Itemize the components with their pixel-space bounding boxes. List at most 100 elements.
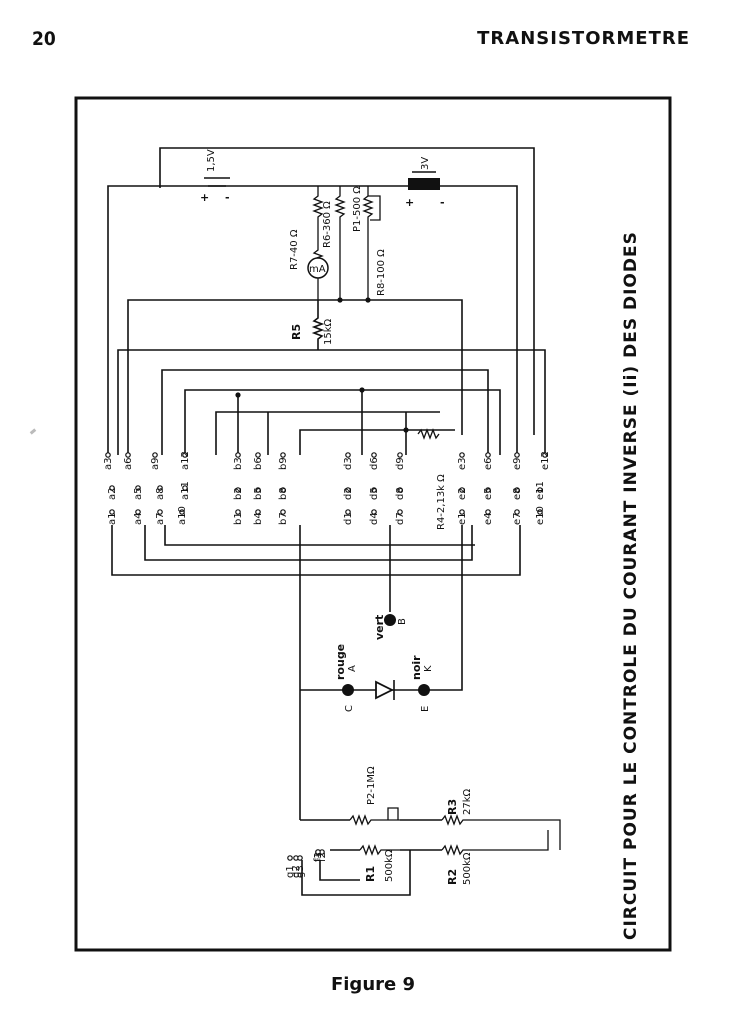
contact-e4-pin xyxy=(485,509,491,515)
lower-network: P2-1MΩ R3 27kΩ R1 500kΩ R2 500kΩ g1g2g3f… xyxy=(285,690,561,896)
terminal-noir-letter: K xyxy=(423,665,434,672)
contact-a5-pin xyxy=(135,485,141,491)
battery-2-minus: - xyxy=(440,196,445,209)
page-number: 20 xyxy=(32,28,56,50)
r1-name: R1 xyxy=(364,866,377,882)
contact-b2: b2 xyxy=(233,487,244,500)
r1-value: 500kΩ xyxy=(384,849,395,882)
contact-d6: d6 xyxy=(369,457,380,470)
contact-a6-pin xyxy=(125,452,131,458)
contact-f3: f3 xyxy=(313,852,324,862)
contact-e4: e4 xyxy=(483,512,494,525)
battery-2-plus: + xyxy=(405,196,414,209)
contact-e2-pin xyxy=(459,487,465,493)
diode-test-section: vert B rouge A C noir K E xyxy=(300,525,463,712)
contact-e5-pin xyxy=(485,487,491,493)
contact-b9-pin xyxy=(280,452,286,458)
meter-label: mA xyxy=(309,264,326,275)
terminal-noir-pin: E xyxy=(420,706,431,712)
contact-b2-pin xyxy=(235,487,241,493)
contact-a4-pin xyxy=(135,509,141,515)
contact-b8-pin xyxy=(280,487,286,493)
contact-d4: d4 xyxy=(369,512,380,525)
terminal-noir xyxy=(418,684,430,696)
contact-e12: e12 xyxy=(540,451,551,470)
p2-label: P2-1MΩ xyxy=(366,766,377,805)
contact-a4: a4 xyxy=(133,513,144,526)
contact-e10-pin xyxy=(537,509,543,515)
contact-g3-pin xyxy=(297,855,303,861)
contact-e1: e1 xyxy=(457,512,468,525)
r5-name: R5 xyxy=(290,324,303,340)
contact-g2: g2 xyxy=(291,865,302,878)
p1-label: P1-500 Ω xyxy=(352,186,363,232)
contact-d8-pin xyxy=(397,487,403,493)
contact-f2: f2 xyxy=(317,852,328,862)
r5-value: 15kΩ xyxy=(323,318,334,345)
contact-e8: e8 xyxy=(512,487,523,500)
contact-e10: e10 xyxy=(535,506,546,525)
running-title: TRANSISTORMETRE xyxy=(477,28,690,49)
contact-a10: a10 xyxy=(177,506,188,525)
contact-a2-pin xyxy=(109,485,115,491)
contact-e5: e5 xyxy=(483,487,494,500)
battery-1-plus: + xyxy=(200,191,209,204)
contact-a3: a3 xyxy=(103,458,114,471)
contact-b9: b9 xyxy=(278,457,289,470)
r6-label: R6-360 Ω xyxy=(322,201,333,248)
contact-e9: e9 xyxy=(512,457,523,470)
r3-name: R3 xyxy=(446,799,459,815)
contact-e11: e11 xyxy=(535,481,546,500)
figure-title: CIRCUIT POUR LE CONTROLE DU COURANT INVE… xyxy=(621,231,641,940)
contact-a11: a11 xyxy=(180,481,191,500)
contact-e3-pin xyxy=(459,452,465,458)
contact-e9-pin xyxy=(514,452,520,458)
r2-value: 500kΩ xyxy=(462,852,473,885)
diode-icon xyxy=(375,680,395,700)
r3-value: 27kΩ xyxy=(462,788,473,815)
contact-g3: g3 xyxy=(295,865,306,878)
r7-label: R7-40 Ω xyxy=(289,229,300,270)
contact-d1-pin xyxy=(345,509,351,515)
milliammeter-icon xyxy=(307,257,329,279)
r4-label: R4-2,13k Ω xyxy=(436,474,447,530)
power-section: 1,5V + - 3V + - R7-40 Ω R6-360 Ω P1-500 … xyxy=(107,147,546,455)
terminal-vert xyxy=(384,614,396,626)
contact-b6-pin xyxy=(255,452,261,458)
contact-a8-pin xyxy=(157,485,163,491)
contact-a1: a1 xyxy=(107,513,118,526)
contact-a2: a2 xyxy=(107,488,118,501)
contact-b5: b5 xyxy=(253,487,264,500)
battery-2-label: 3V xyxy=(420,157,431,170)
terminal-rouge-pin: C xyxy=(344,705,355,712)
contact-b6: b6 xyxy=(253,457,264,470)
contact-a7: a7 xyxy=(155,513,166,526)
contact-b7-pin xyxy=(280,509,286,515)
contact-d2: d2 xyxy=(343,487,354,500)
contact-d1: d1 xyxy=(343,512,354,525)
contact-b3-pin xyxy=(235,452,241,458)
contact-f1: f1 xyxy=(313,852,324,862)
contact-d3-pin xyxy=(345,452,351,458)
contact-d7: d7 xyxy=(395,512,406,525)
contact-b4-pin xyxy=(255,509,261,515)
contact-b8: b8 xyxy=(278,487,289,500)
terminal-vert-label: vert xyxy=(373,615,386,640)
terminal-noir-label: noir xyxy=(410,655,423,680)
contact-d2-pin xyxy=(345,487,351,493)
terminal-rouge-label: rouge xyxy=(334,644,347,680)
contact-d9: d9 xyxy=(395,457,406,470)
contact-b1-pin xyxy=(235,509,241,515)
contact-a1-pin xyxy=(109,509,115,515)
contact-b3: b3 xyxy=(233,457,244,470)
contact-e2: e2 xyxy=(457,487,468,500)
contact-e1-pin xyxy=(459,509,465,515)
contact-e7-pin xyxy=(514,509,520,515)
contact-d4-pin xyxy=(371,509,377,515)
battery-1-minus: - xyxy=(225,191,230,204)
contact-e6: e6 xyxy=(483,457,494,470)
contact-e11-pin xyxy=(537,487,543,493)
contact-e6-pin xyxy=(485,452,491,458)
